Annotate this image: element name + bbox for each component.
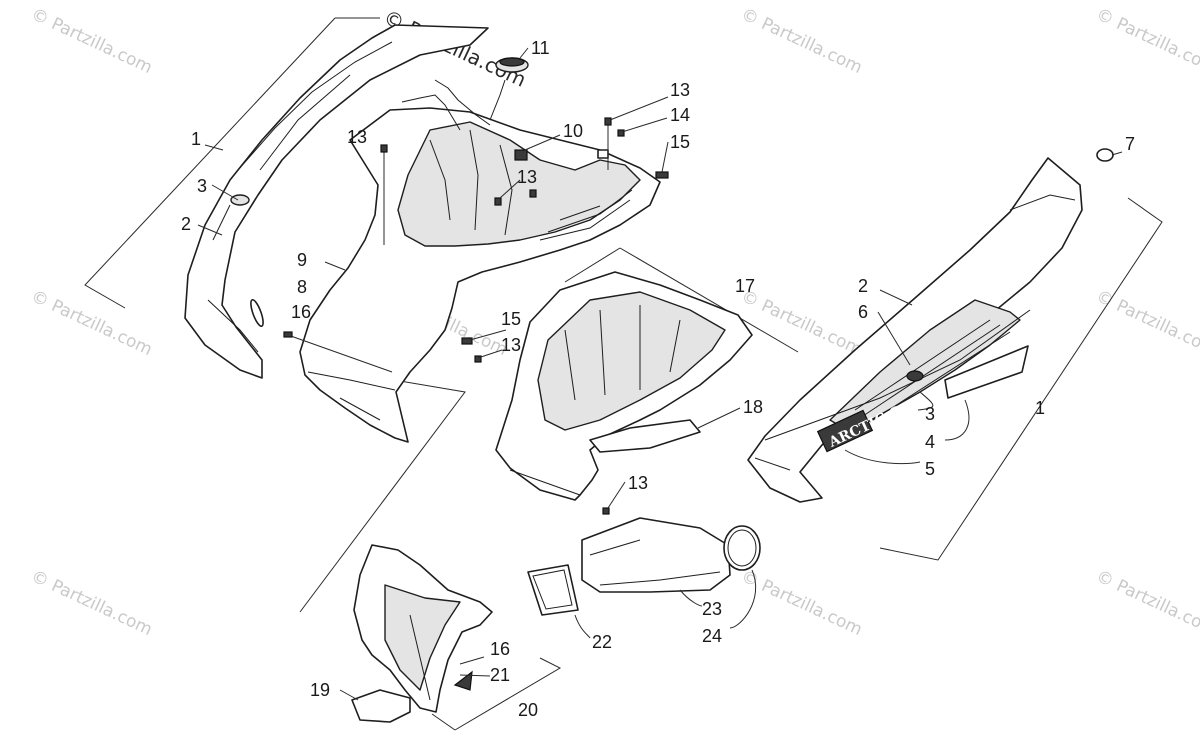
callout-labels: 1 3 2 9 8 16 13 11 10 13 13 14 15 17 15 … bbox=[181, 38, 1135, 720]
clip-21 bbox=[453, 670, 473, 691]
watermark: © Partzilla.com bbox=[738, 4, 865, 78]
washer-14 bbox=[617, 129, 625, 137]
bracket-20 bbox=[454, 657, 562, 731]
callout-19: 19 bbox=[310, 680, 330, 700]
callout-13-bin: 13 bbox=[628, 473, 648, 493]
watermark: © Partzilla.com bbox=[738, 286, 865, 360]
watermark: © Partzilla.com bbox=[28, 4, 155, 78]
push-pin-7 bbox=[1096, 148, 1114, 162]
callout-3-left: 3 bbox=[197, 176, 207, 196]
screw-13-c bbox=[494, 197, 502, 206]
callout-17: 17 bbox=[735, 276, 755, 296]
callout-8: 8 bbox=[297, 277, 307, 297]
callout-15-top: 15 bbox=[670, 132, 690, 152]
callout-21: 21 bbox=[490, 665, 510, 685]
callout-15-mid: 15 bbox=[501, 309, 521, 329]
watermark: © Partzilla.com bbox=[1093, 4, 1200, 78]
callout-20: 20 bbox=[518, 700, 538, 720]
callout-13-left: 13 bbox=[347, 127, 367, 147]
callout-4: 4 bbox=[925, 432, 935, 452]
mat-18 bbox=[589, 419, 701, 453]
screw-13-b bbox=[604, 117, 612, 126]
callout-24: 24 bbox=[702, 626, 722, 646]
storage-bin bbox=[495, 271, 753, 515]
callout-22: 22 bbox=[592, 632, 612, 652]
watermark: © Partzilla.com bbox=[1093, 286, 1200, 360]
callout-13-mid: 13 bbox=[501, 335, 521, 355]
callout-14: 14 bbox=[670, 105, 690, 125]
clip-15-b bbox=[461, 337, 473, 345]
callout-2-left: 2 bbox=[181, 214, 191, 234]
callout-9: 9 bbox=[297, 250, 307, 270]
bracket-17 bbox=[619, 247, 799, 353]
callout-7: 7 bbox=[1125, 134, 1135, 154]
left-side-panel bbox=[184, 24, 489, 379]
lower-grill bbox=[351, 544, 493, 723]
bracket-1-right bbox=[879, 197, 1163, 561]
screw-13-d bbox=[529, 189, 537, 198]
air-duct bbox=[527, 517, 761, 616]
front-fascia bbox=[283, 57, 669, 443]
screw-13-e bbox=[474, 355, 482, 363]
bracket-19 bbox=[351, 689, 411, 723]
callout-13-center: 13 bbox=[517, 167, 537, 187]
assembly-brackets bbox=[84, 17, 1163, 731]
rivet-16 bbox=[283, 331, 293, 338]
callout-1-left: 1 bbox=[191, 129, 201, 149]
callout-10: 10 bbox=[563, 121, 583, 141]
callout-23: 23 bbox=[702, 599, 722, 619]
callout-3-right: 3 bbox=[925, 404, 935, 424]
callout-18: 18 bbox=[743, 397, 763, 417]
callout-1-right: 1 bbox=[1035, 398, 1045, 418]
callout-11: 11 bbox=[531, 38, 550, 58]
clip-15-a bbox=[655, 171, 669, 179]
clamp-24 bbox=[723, 525, 761, 571]
part-10 bbox=[514, 149, 528, 161]
duct-23 bbox=[581, 517, 731, 593]
fastener-3 bbox=[230, 194, 250, 206]
bracket-1-left bbox=[84, 17, 336, 309]
watermark: © Partzilla.com bbox=[28, 566, 155, 640]
callout-16-left: 16 bbox=[291, 302, 311, 322]
watermark: © Partzilla.com bbox=[738, 566, 865, 640]
leader-lines bbox=[197, 47, 1123, 701]
callout-6: 6 bbox=[858, 302, 868, 322]
leader-16-b bbox=[459, 656, 485, 665]
callout-5: 5 bbox=[925, 459, 935, 479]
callout-2-right: 2 bbox=[858, 276, 868, 296]
decal-4 bbox=[944, 345, 1029, 399]
fastener-3-r bbox=[906, 370, 924, 382]
leader-16 bbox=[287, 334, 393, 373]
callout-13-top: 13 bbox=[670, 80, 690, 100]
watermark: © Partzilla.com bbox=[28, 286, 155, 360]
screw-13-f bbox=[602, 507, 610, 515]
grommet-8 bbox=[250, 298, 264, 328]
watermark: © Partzilla.com bbox=[1093, 566, 1200, 640]
callout-16-bottom: 16 bbox=[490, 639, 510, 659]
